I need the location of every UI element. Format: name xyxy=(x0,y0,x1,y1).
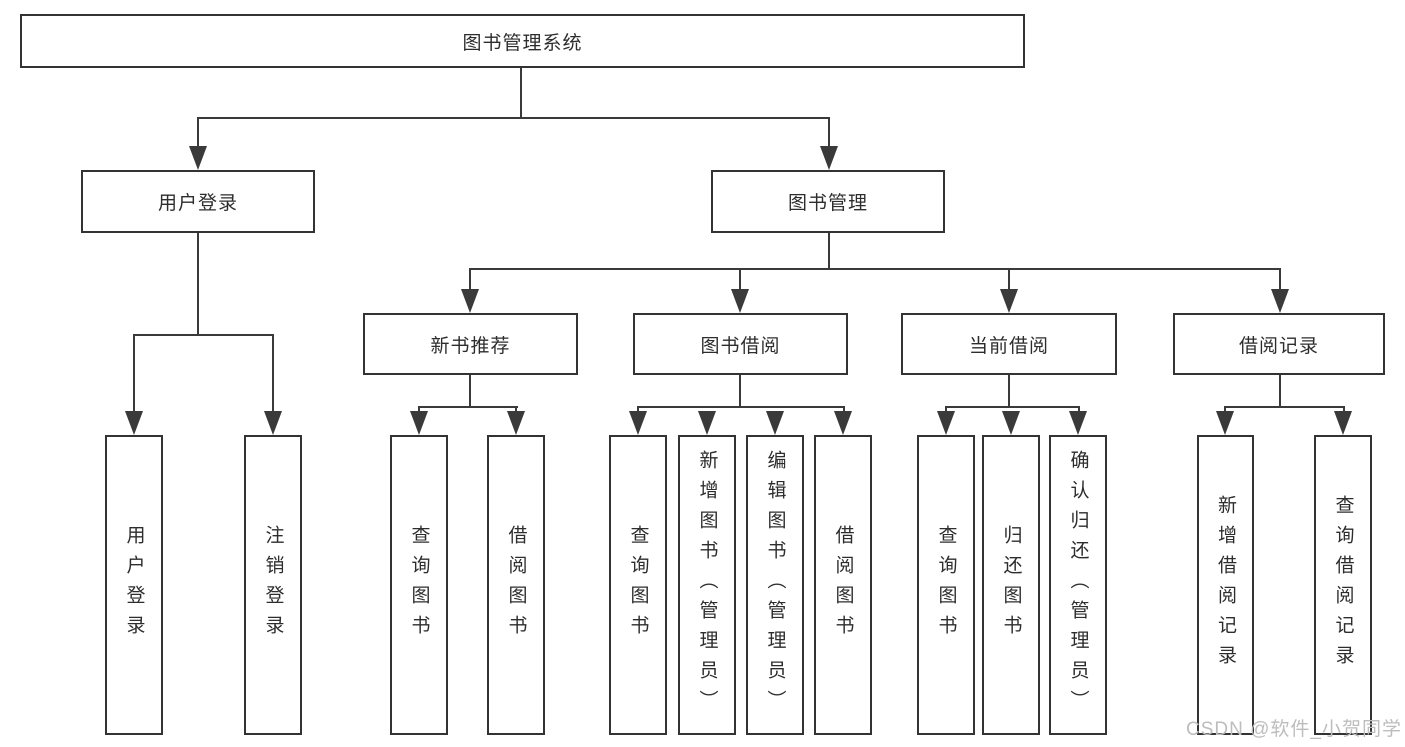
connector-arrow-down-icon xyxy=(507,411,525,435)
node-borrow-records: 借阅记录 xyxy=(1173,313,1385,375)
connector-arrow-down-icon xyxy=(1002,411,1020,435)
leaf-add-books-admin: 新增图书（管理员） xyxy=(678,435,736,735)
connector-line xyxy=(739,375,741,408)
leaf-return-books: 归还图书 xyxy=(982,435,1040,735)
leaf-borrow-query-books: 查询图书 xyxy=(609,435,667,735)
connector-line xyxy=(418,406,518,408)
connector-line xyxy=(197,117,830,119)
leaf-borrow-books: 借阅图书 xyxy=(814,435,872,735)
node-borrow-records-label: 借阅记录 xyxy=(1238,335,1319,357)
connector-line xyxy=(1224,406,1345,408)
connector-line xyxy=(469,375,471,408)
connector-arrow-down-icon xyxy=(1271,289,1289,313)
leaf-edit-books-admin: 编辑图书（管理员） xyxy=(746,435,804,735)
node-new-book-recommend-label: 新书推荐 xyxy=(430,335,511,357)
connector-line xyxy=(133,334,135,415)
connector-line xyxy=(1008,268,1010,294)
connector-line xyxy=(418,406,420,416)
node-book-management-label: 图书管理 xyxy=(787,193,868,214)
connector-arrow-down-icon xyxy=(820,146,838,170)
connector-line xyxy=(520,68,522,118)
connector-line xyxy=(637,406,639,416)
leaf-user-login: 用户登录 xyxy=(105,435,163,735)
leaf-borrow-query-books-label: 查询图书 xyxy=(627,525,649,645)
connector-arrow-down-icon xyxy=(1334,411,1352,435)
connector-arrow-down-icon xyxy=(698,411,716,435)
node-book-borrow-label: 图书借阅 xyxy=(700,335,781,357)
leaf-edit-books-admin-label: 编辑图书（管理员） xyxy=(764,450,786,720)
connector-line xyxy=(1078,406,1080,416)
leaf-add-books-admin-label: 新增图书（管理员） xyxy=(696,450,718,720)
connector-line xyxy=(828,233,830,270)
leaf-add-borrow-record: 新增借阅记录 xyxy=(1197,435,1254,735)
leaf-confirm-return-admin: 确认归还（管理员） xyxy=(1049,435,1107,735)
leaf-recommend-query-books: 查询图书 xyxy=(390,435,448,735)
connector-line xyxy=(1008,375,1010,408)
connector-line xyxy=(828,117,830,151)
connector-line xyxy=(739,268,741,294)
connector-arrow-down-icon xyxy=(125,411,143,435)
connector-arrow-down-icon xyxy=(937,411,955,435)
node-current-borrow-label: 当前借阅 xyxy=(968,335,1049,357)
node-current-borrow: 当前借阅 xyxy=(901,313,1117,375)
leaf-logout-label: 注销登录 xyxy=(262,525,284,645)
connector-line xyxy=(1343,406,1345,416)
connector-line xyxy=(843,406,845,416)
node-book-borrow: 图书借阅 xyxy=(633,313,848,375)
connector-line xyxy=(1279,375,1281,408)
connector-line xyxy=(637,406,845,408)
connector-line xyxy=(469,268,471,294)
leaf-return-books-label: 归还图书 xyxy=(1000,525,1022,645)
leaf-recommend-query-books-label: 查询图书 xyxy=(408,525,430,645)
leaf-logout: 注销登录 xyxy=(244,435,302,735)
connector-arrow-down-icon xyxy=(1216,411,1234,435)
leaf-borrow-books-label: 借阅图书 xyxy=(832,525,854,645)
connector-arrow-down-icon xyxy=(629,411,647,435)
connector-line xyxy=(197,117,199,151)
connector-arrow-down-icon xyxy=(766,411,784,435)
connector-arrow-down-icon xyxy=(264,411,282,435)
leaf-current-query-books: 查询图书 xyxy=(917,435,975,735)
connector-line xyxy=(945,406,947,416)
connector-line xyxy=(1224,406,1226,416)
connector-arrow-down-icon xyxy=(1000,289,1018,313)
node-user-login-label: 用户登录 xyxy=(157,193,238,214)
leaf-user-login-label: 用户登录 xyxy=(123,525,145,645)
connector-line xyxy=(469,268,1281,270)
connector-arrow-down-icon xyxy=(1069,411,1087,435)
node-root: 图书管理系统 xyxy=(20,14,1025,68)
leaf-recommend-borrow-books-label: 借阅图书 xyxy=(505,525,527,645)
leaf-recommend-borrow-books: 借阅图书 xyxy=(487,435,545,735)
connector-line xyxy=(515,406,517,416)
connector-line xyxy=(133,334,274,336)
connector-arrow-down-icon xyxy=(410,411,428,435)
node-new-book-recommend: 新书推荐 xyxy=(363,313,578,375)
watermark: CSDN @软件_小贺同学 xyxy=(1186,719,1402,740)
node-root-label: 图书管理系统 xyxy=(462,32,583,54)
node-user-login: 用户登录 xyxy=(81,170,315,233)
connector-arrow-down-icon xyxy=(731,289,749,313)
connector-arrow-down-icon xyxy=(189,146,207,170)
leaf-add-borrow-record-label: 新增借阅记录 xyxy=(1215,495,1236,675)
leaf-current-query-books-label: 查询图书 xyxy=(935,525,957,645)
connector-arrow-down-icon xyxy=(461,289,479,313)
connector-arrow-down-icon xyxy=(834,411,852,435)
leaf-query-borrow-record: 查询借阅记录 xyxy=(1314,435,1372,735)
connector-line xyxy=(272,334,274,415)
connector-line xyxy=(197,233,199,336)
connector-line xyxy=(945,406,1080,408)
leaf-query-borrow-record-label: 查询借阅记录 xyxy=(1332,495,1354,675)
connector-line xyxy=(1279,268,1281,294)
node-book-management: 图书管理 xyxy=(711,170,945,233)
leaf-confirm-return-admin-label: 确认归还（管理员） xyxy=(1067,450,1089,720)
